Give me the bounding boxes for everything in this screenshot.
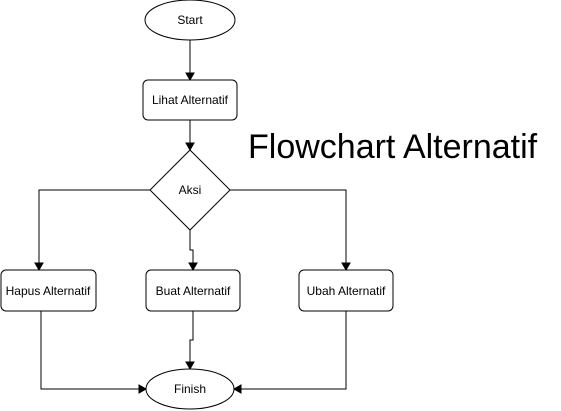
edge-edit-to-finish: [240, 311, 347, 390]
edge-action-to-create: [189, 230, 194, 264]
view-alternatif-label: Lihat Alternatif: [152, 93, 229, 107]
finish-node: Finish: [145, 368, 235, 410]
finish-node-label: Finish: [174, 382, 206, 396]
start-node-label: Start: [177, 13, 203, 27]
create-alternatif-label: Buat Alternatif: [156, 284, 231, 298]
action-decision-node: Aksi: [149, 149, 231, 231]
arrowhead-edit: [341, 262, 351, 272]
edge-action-to-edit: [230, 189, 347, 264]
view-alternatif-node: Lihat Alternatif: [142, 79, 238, 121]
diagram-title: Flowchart Alternatif: [248, 128, 538, 166]
arrowhead-finish-left: [138, 384, 148, 394]
edit-alternatif-label: Ubah Alternatif: [307, 284, 386, 298]
arrowhead-finish-right: [232, 384, 242, 394]
create-alternatif-node: Buat Alternatif: [145, 269, 241, 312]
start-node: Start: [144, 0, 236, 41]
edge-delete-to-finish: [40, 311, 140, 390]
edge-create-to-finish: [189, 311, 194, 363]
edit-alternatif-node: Ubah Alternatif: [298, 269, 394, 312]
action-decision-label: Aksi: [179, 183, 202, 197]
arrowhead-delete: [34, 262, 44, 272]
delete-alternatif-node: Hapus Alternatif: [0, 269, 97, 312]
edge-action-to-delete: [38, 189, 150, 264]
arrowhead-create: [188, 262, 198, 272]
delete-alternatif-label: Hapus Alternatif: [6, 284, 91, 298]
arrowhead-finish-top: [185, 361, 195, 371]
arrowhead-action: [185, 142, 195, 152]
arrowhead-view: [185, 72, 195, 82]
